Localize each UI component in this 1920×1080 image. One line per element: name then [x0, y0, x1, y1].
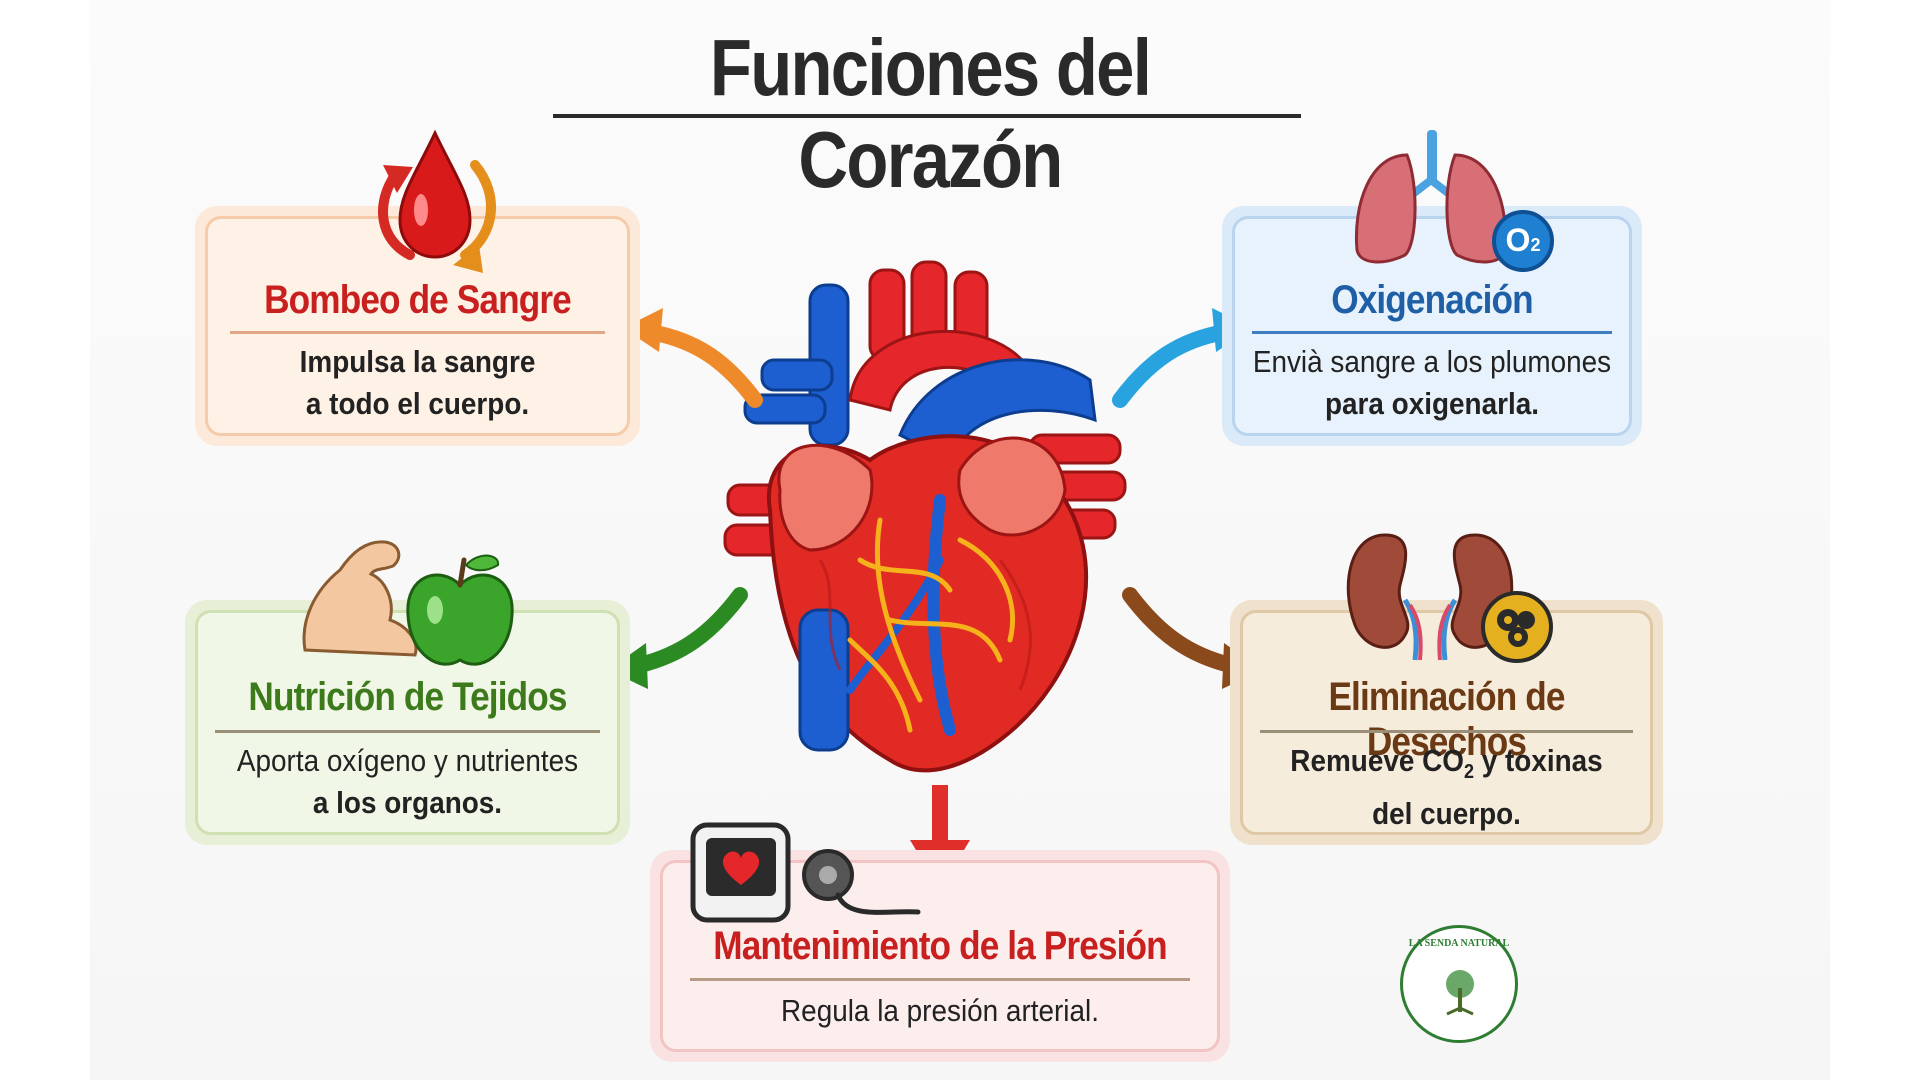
co2-subscript: 2 — [1463, 761, 1474, 784]
o2-letter: O — [1505, 222, 1531, 258]
o2-badge: O2 — [1492, 210, 1554, 272]
card-description: Remueve CO2 y toxinas del cuerpo. — [1252, 740, 1642, 835]
card-mantenimiento-de-la-presion: Mantenimiento de la Presión Regula la pr… — [650, 850, 1230, 1062]
logo-text: LA SENDA NATURAL — [1408, 938, 1510, 949]
card-border — [1232, 216, 1632, 436]
description-line-2: para oxigenarla. — [1324, 386, 1540, 421]
description-line-1: Regula la presión arterial. — [781, 993, 1099, 1028]
toxin-icon — [1481, 591, 1553, 663]
card-heading: Mantenimiento de la Presión — [713, 924, 1167, 968]
title-underline — [553, 114, 1301, 118]
card-divider — [1260, 730, 1633, 733]
co2-text: Remueve CO — [1290, 743, 1464, 778]
tree-icon — [1446, 970, 1474, 1016]
o2-subscript: 2 — [1530, 235, 1541, 255]
card-heading: Oxigenación — [1331, 278, 1533, 322]
la-senda-natural-logo: LA SENDA NATURAL — [1400, 925, 1518, 1043]
description-line-1: Envià sangre a los plumones — [1252, 344, 1612, 379]
page-title: Funciones del Corazón — [709, 23, 1152, 204]
card-divider — [1252, 331, 1612, 334]
description-line-2: a los organos. — [312, 785, 503, 820]
description-line-1: Remueve CO2 y toxinas — [1252, 740, 1642, 793]
card-description: Impulsa la sangre a todo el cuerpo. — [217, 341, 618, 425]
blood-pressure-monitor-icon — [690, 822, 921, 923]
card-description: Regula la presión arterial. — [679, 990, 1201, 1032]
lungs-icon — [1354, 130, 1508, 264]
card-eliminacion-de-desechos: Eliminación de Desechos Remueve CO2 y to… — [1230, 600, 1663, 845]
card-heading: Eliminación de Desechos — [1328, 675, 1565, 764]
description-line-1: Impulsa la sangre — [299, 344, 536, 379]
description-line-1: Aporta oxígeno y nutrientes — [236, 743, 579, 778]
blood-drop-icon — [378, 129, 496, 273]
muscle-arm-icon — [302, 540, 418, 657]
card-heading: Nutrición de Tejidos — [248, 675, 567, 719]
arrow-to-bombeo — [623, 308, 763, 408]
card-divider — [690, 978, 1190, 981]
card-oxigenacion: Oxigenación Envià sangre a los plumones … — [1222, 206, 1642, 446]
card-description: Aporta oxígeno y nutrientes a los organo… — [207, 740, 608, 824]
description-line-2: a todo el cuerpo. — [305, 386, 530, 421]
card-divider — [230, 331, 605, 334]
apple-icon — [406, 554, 514, 666]
card-description: Envià sangre a los plumones para oxigena… — [1243, 341, 1621, 425]
card-divider — [215, 730, 600, 733]
heart-illustration — [723, 260, 1127, 773]
description-line-2: del cuerpo. — [1372, 796, 1521, 832]
toxinas-text: y toxinas — [1473, 743, 1603, 778]
card-heading: Bombeo de Sangre — [264, 278, 572, 322]
